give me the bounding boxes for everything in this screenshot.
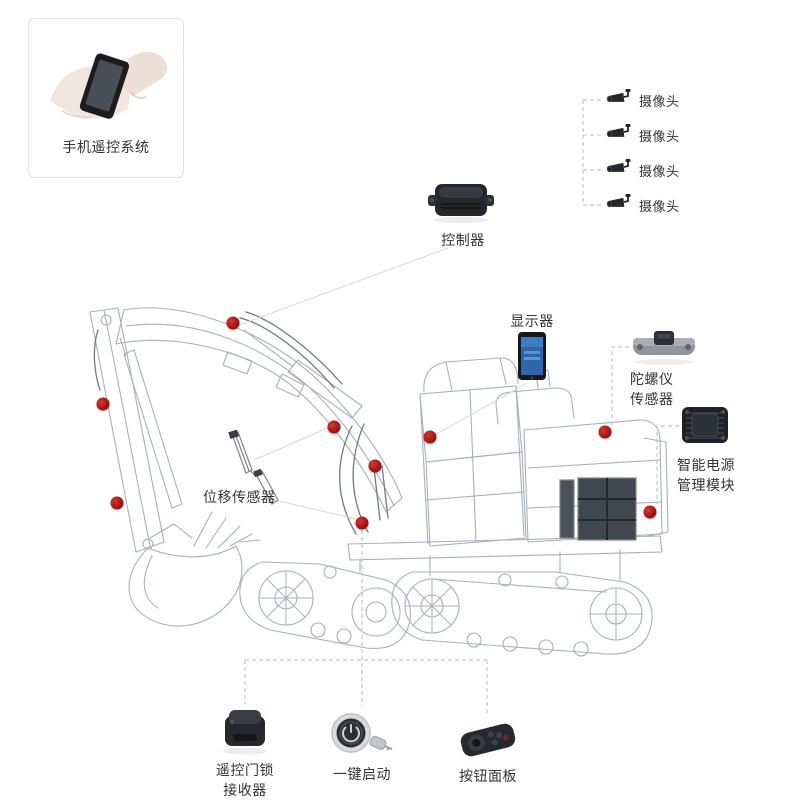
power-module-image [679, 402, 731, 453]
camera-label: 摄像头 [639, 93, 680, 109]
phone-remote-card: 手机遥控系统 [28, 18, 184, 178]
camera-label: 摄像头 [639, 128, 680, 144]
camera-item-2: 摄像头 [606, 123, 680, 148]
connector-dashed-lines [244, 99, 679, 716]
camera-label: 摄像头 [639, 163, 680, 179]
power-module-label: 智能电源 管理模块 [677, 457, 735, 494]
sensor-marker-2 [96, 397, 110, 411]
camera-item-1: 摄像头 [606, 88, 680, 113]
phone-in-hands-image [32, 29, 182, 134]
callout-lines [238, 247, 528, 520]
button-panel-label: 按钮面板 [459, 768, 517, 784]
sensor-marker-7 [423, 430, 437, 444]
door-lock-receiver-image [218, 704, 272, 761]
display-image [517, 331, 547, 386]
camera-item-3: 摄像头 [606, 158, 680, 183]
button-panel-image [458, 716, 518, 767]
camera-icon [606, 158, 632, 183]
sensor-marker-6 [355, 516, 369, 530]
camera-item-4: 摄像头 [606, 193, 680, 218]
display-label: 显示器 [510, 313, 554, 329]
camera-icon [606, 88, 632, 113]
camera-icon [606, 123, 632, 148]
camera-label: 摄像头 [639, 198, 680, 214]
gyro-sensor-image [627, 326, 701, 371]
displacement-sensor-label: 位移传感器 [203, 489, 276, 505]
door-lock-receiver-label: 遥控门锁 接收器 [216, 762, 274, 799]
controller-label: 控制器 [441, 232, 485, 248]
phone-remote-label: 手机遥控系统 [62, 139, 150, 155]
sensor-marker-9 [643, 505, 657, 519]
controller-image [426, 178, 496, 229]
gyro-sensor-label: 陀螺仪 传感器 [630, 371, 674, 408]
displacement-sensor-image-2 [252, 468, 282, 513]
sensor-marker-1 [226, 316, 240, 330]
sensor-marker-8 [598, 425, 612, 439]
one-key-start-label: 一键启动 [333, 766, 391, 782]
sensor-marker-5 [368, 459, 382, 473]
sensor-marker-3 [110, 496, 124, 510]
sensor-marker-4 [327, 420, 341, 434]
displacement-sensor-image-1 [222, 429, 258, 483]
camera-icon [606, 193, 632, 218]
one-key-start-image [328, 708, 396, 767]
